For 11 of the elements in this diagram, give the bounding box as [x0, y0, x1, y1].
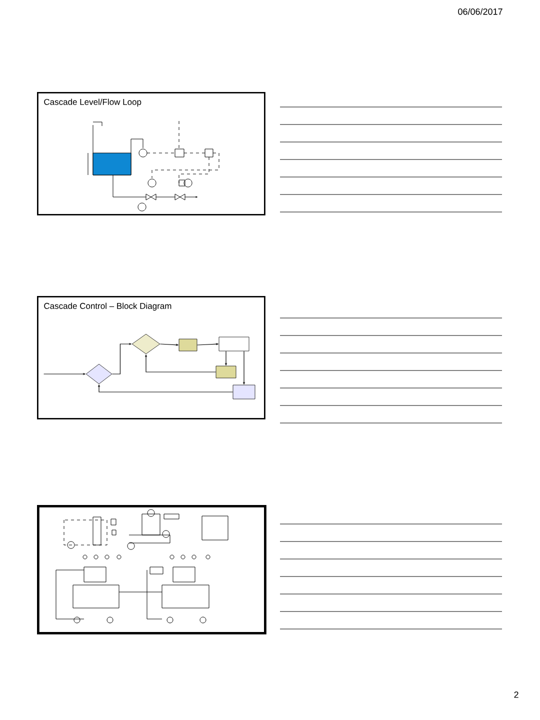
slide-frame [37, 505, 266, 634]
block-box [218, 336, 250, 352]
block-box [178, 338, 198, 352]
decision-diamond [86, 364, 112, 384]
page-number: 2 [514, 692, 518, 698]
slide-frame: Cascade Level/Flow Loop [37, 92, 266, 216]
block-box [232, 384, 256, 400]
slide-frame: Cascade Control – Block Diagram [37, 296, 266, 420]
decision-diamond [132, 334, 160, 354]
block-box [216, 366, 236, 378]
date-text: 06/06/2017 [458, 8, 502, 15]
